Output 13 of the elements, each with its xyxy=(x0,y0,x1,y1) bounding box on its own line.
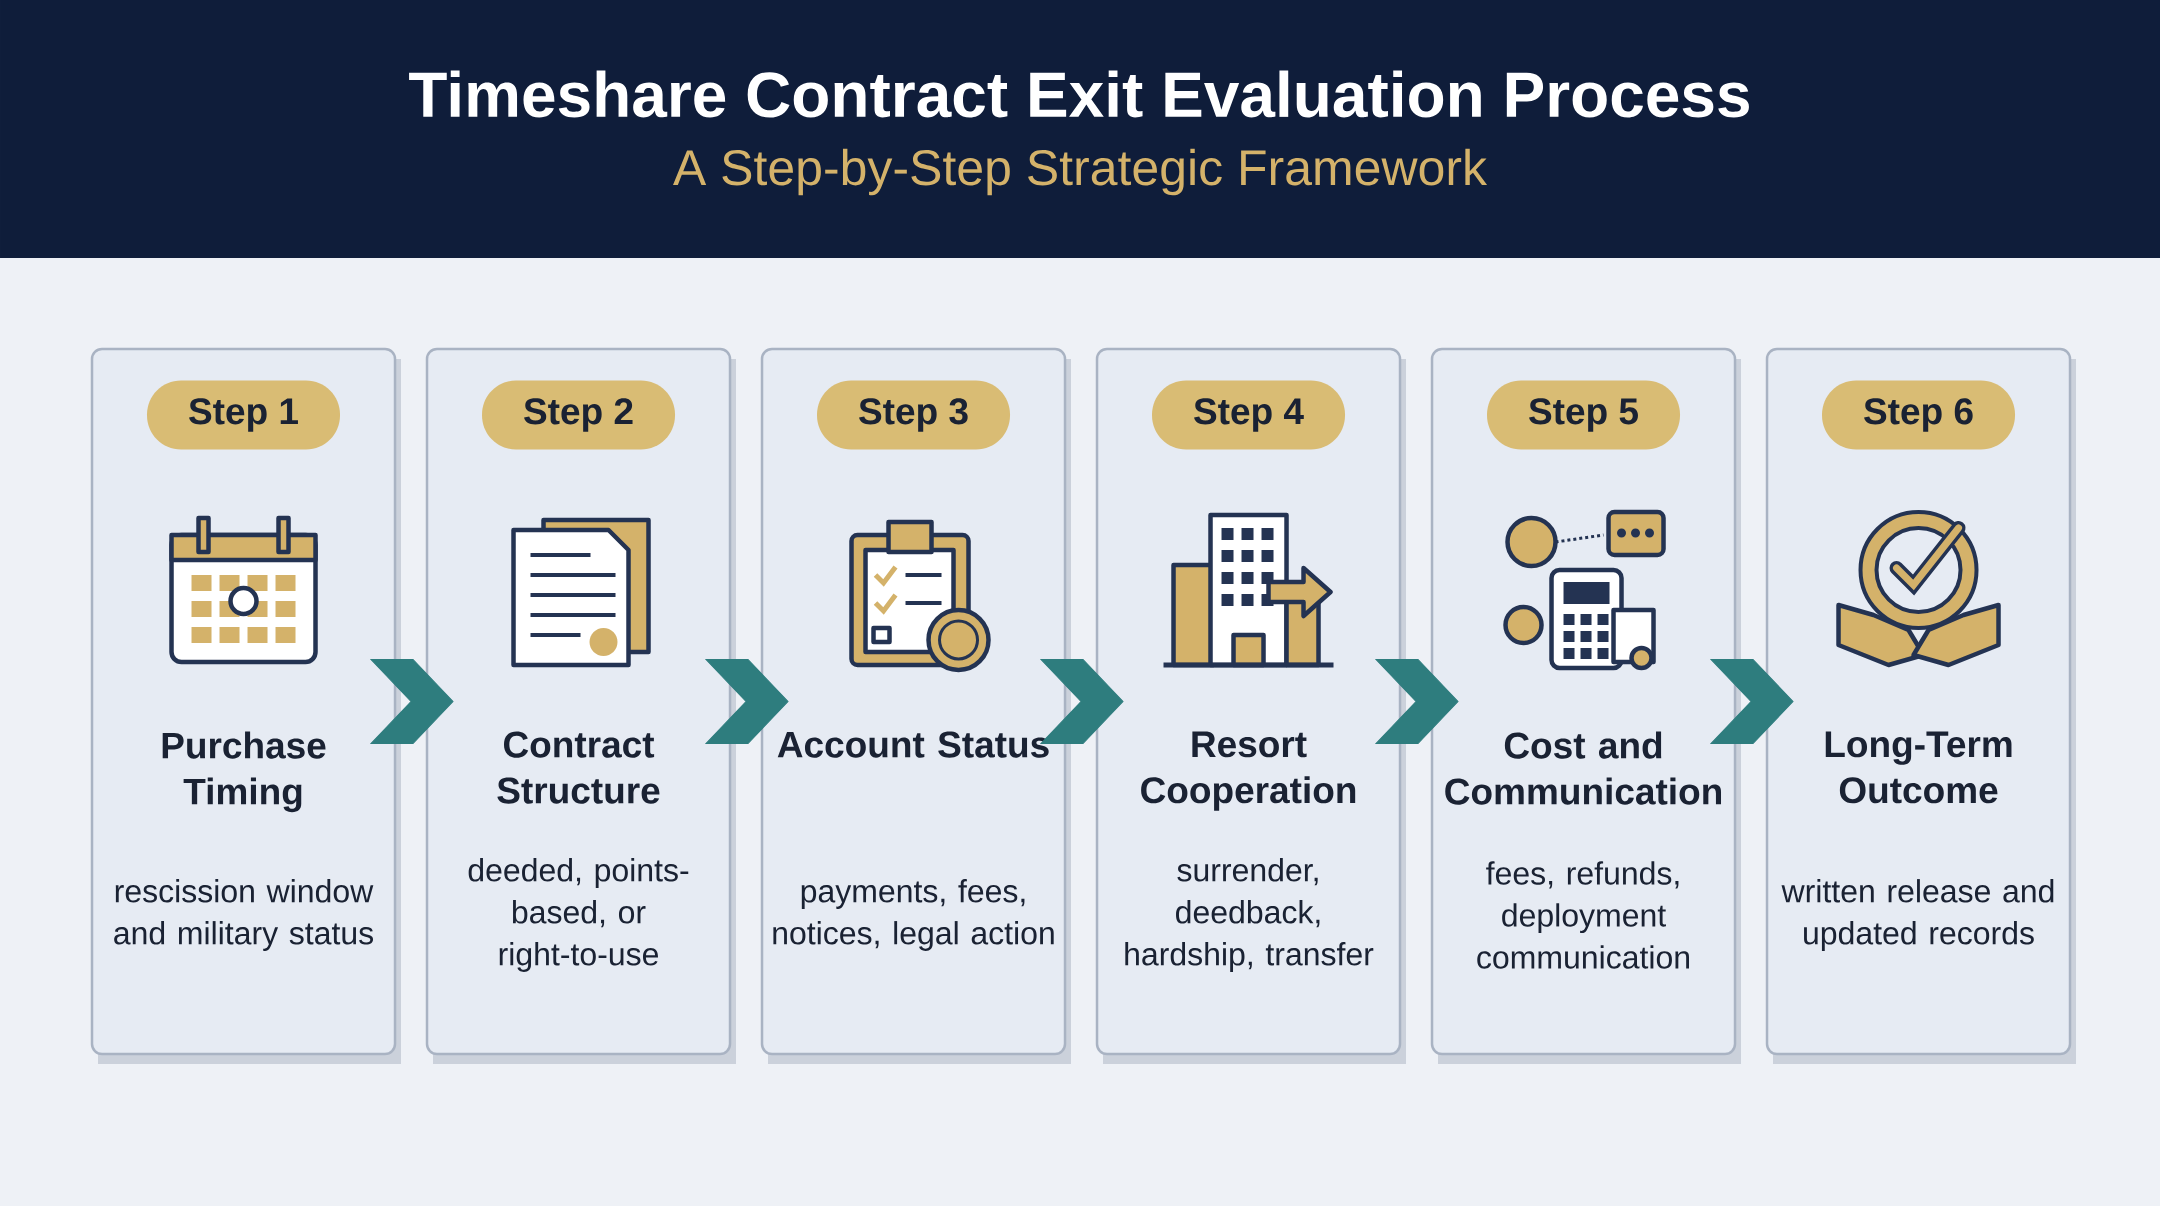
chevron-arrow xyxy=(1710,659,1794,744)
step-badge: Step 1 xyxy=(147,380,340,450)
step-badge: Step 2 xyxy=(482,380,675,450)
title: Timeshare Contract Exit Evaluation Process xyxy=(409,70,1749,118)
subtitle: A Step-by-Step Strategic Framework xyxy=(673,148,1488,196)
step-badge: Step 3 xyxy=(817,380,1010,450)
step-badge: Step 6 xyxy=(1822,380,2015,450)
step-badge: Step 4 xyxy=(1152,380,1345,450)
chevron-arrow xyxy=(370,659,454,744)
chevron-arrow xyxy=(1375,659,1459,744)
step-badge: Step 5 xyxy=(1487,380,1680,450)
chevron-arrow xyxy=(1040,659,1124,744)
chevron-arrow xyxy=(705,659,789,744)
